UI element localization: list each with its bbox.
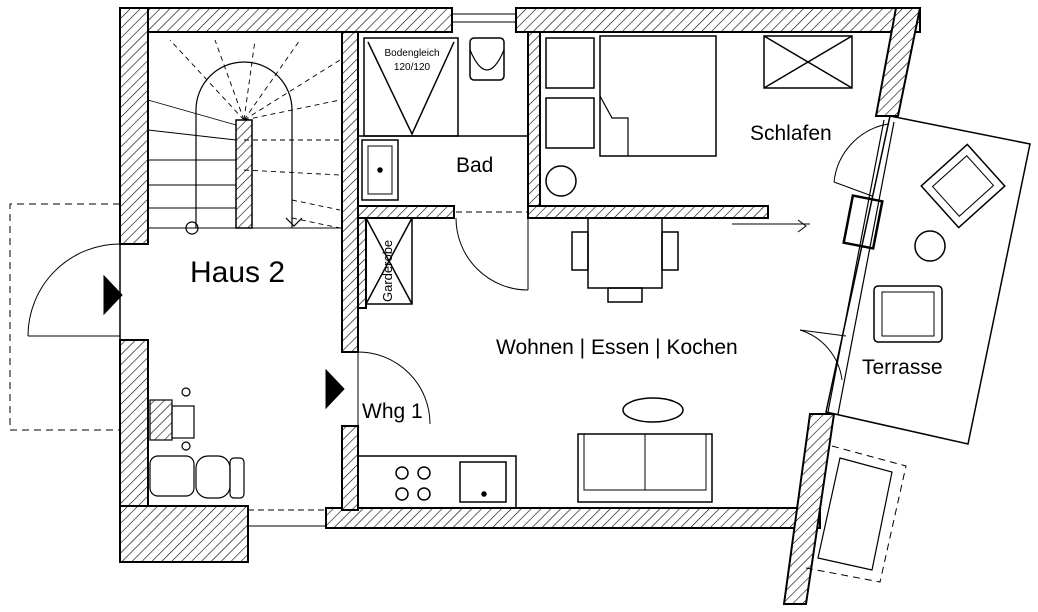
bathroom bbox=[358, 13, 529, 291]
bedroom-label: Schlafen bbox=[750, 122, 832, 145]
apartment-label: Whg 1 bbox=[362, 400, 423, 423]
walls bbox=[119, 7, 922, 605]
kitchen bbox=[357, 455, 517, 509]
apartment-door bbox=[325, 351, 431, 426]
dining-set bbox=[571, 217, 679, 303]
glass-facade bbox=[799, 119, 895, 415]
wardrobe bbox=[365, 217, 413, 305]
terrace bbox=[805, 115, 1031, 583]
house-label: Haus 2 bbox=[190, 256, 285, 289]
living-furniture bbox=[577, 397, 713, 503]
mobility-aids bbox=[149, 387, 326, 527]
wardrobe-label: Garderobe bbox=[380, 240, 395, 302]
staircase bbox=[147, 39, 342, 235]
shower-label: Bodengleich bbox=[384, 48, 439, 59]
bathroom-label: Bad bbox=[456, 154, 493, 177]
bedroom bbox=[545, 35, 889, 233]
shower-size-label: 120/120 bbox=[394, 62, 431, 73]
entrance bbox=[9, 203, 123, 431]
living-label: Wohnen | Essen | Kochen bbox=[496, 336, 738, 359]
terrace-label: Terrasse bbox=[862, 356, 943, 379]
